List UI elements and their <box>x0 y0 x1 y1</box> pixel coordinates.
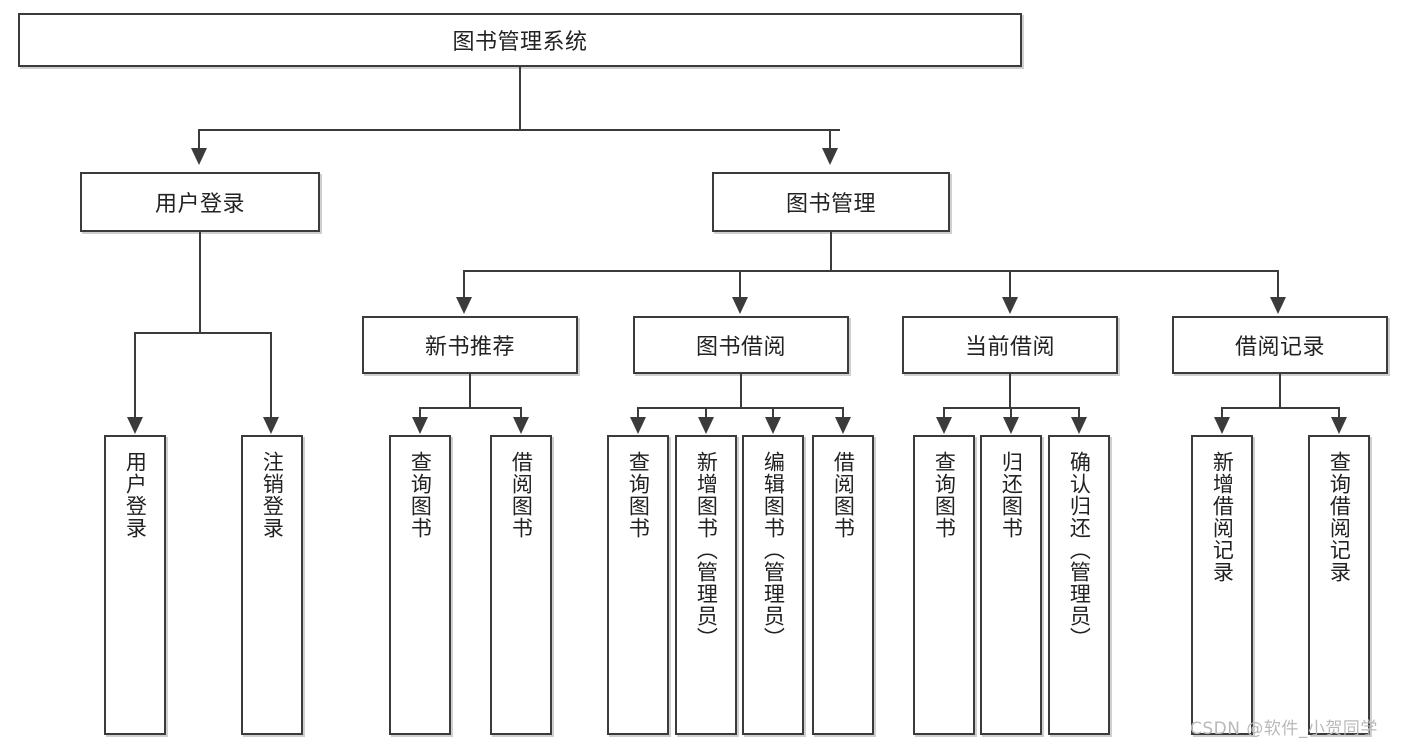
node-current-borrow[interactable]: 当前借阅 <box>902 316 1118 374</box>
leaf-label: 注销登录 <box>260 451 285 539</box>
leaf-label: 编辑图书（管理员） <box>761 451 786 649</box>
connector-book-borrow-drop-1 <box>637 407 639 419</box>
leaf-label: 查询图书 <box>408 451 433 539</box>
arrowhead-root-to-book-mgmt <box>822 148 838 165</box>
connector-user-login-stem <box>199 232 201 333</box>
arrowhead-current-borrow-leaf-2 <box>1003 417 1019 434</box>
leaf-current-borrow-return[interactable]: 归还图书 <box>980 435 1042 735</box>
arrowhead-book-borrow-leaf-1 <box>630 417 646 434</box>
connector-book-mgmt-stem <box>830 232 832 271</box>
connector-current-borrow-stem <box>1009 374 1011 408</box>
node-book-borrow[interactable]: 图书借阅 <box>633 316 849 374</box>
connector-book-mgmt-drop-2 <box>739 270 741 298</box>
connector-book-mgmt-drop-4 <box>1277 270 1279 298</box>
connector-book-borrow-drop-2 <box>705 407 707 419</box>
leaf-label: 归还图书 <box>999 451 1024 539</box>
connector-borrow-record-drop-2 <box>1338 407 1340 419</box>
node-label: 用户登录 <box>154 192 245 217</box>
leaf-label: 新增图书（管理员） <box>694 451 719 649</box>
leaf-book-borrow-query[interactable]: 查询图书 <box>607 435 669 735</box>
connector-user-login-drop-2 <box>270 332 272 418</box>
node-label: 图书管理 <box>785 192 876 217</box>
connector-root-to-book-mgmt <box>829 129 831 149</box>
arrowhead-book-mgmt-child-2 <box>732 297 748 314</box>
leaf-user-login-login[interactable]: 用户登录 <box>104 435 166 735</box>
leaf-label: 借阅图书 <box>831 451 856 539</box>
connector-current-borrow-drop-2 <box>1010 407 1012 419</box>
leaf-borrow-record-query[interactable]: 查询借阅记录 <box>1308 435 1370 735</box>
connector-user-login-bus <box>134 332 271 334</box>
connector-book-borrow-stem <box>740 374 742 408</box>
arrowhead-book-borrow-leaf-4 <box>835 417 851 434</box>
connector-book-borrow-drop-3 <box>772 407 774 419</box>
node-borrow-record[interactable]: 借阅记录 <box>1172 316 1388 374</box>
node-label: 当前借阅 <box>964 335 1055 360</box>
connector-book-borrow-bus <box>637 407 843 409</box>
leaf-label: 查询借阅记录 <box>1327 451 1352 583</box>
connector-book-mgmt-drop-3 <box>1009 270 1011 298</box>
leaf-label: 用户登录 <box>123 451 148 539</box>
leaf-label: 确认归还（管理员） <box>1067 451 1092 649</box>
node-label: 借阅记录 <box>1234 335 1325 360</box>
arrowhead-new-book-leaf-1 <box>412 417 428 434</box>
connector-book-mgmt-drop-1 <box>463 270 465 298</box>
leaf-new-book-borrow[interactable]: 借阅图书 <box>490 435 552 735</box>
arrowhead-current-borrow-leaf-1 <box>936 417 952 434</box>
arrowhead-user-login-leaf-1 <box>127 417 143 434</box>
arrowhead-book-mgmt-child-1 <box>456 297 472 314</box>
node-label: 图书管理系统 <box>452 30 588 55</box>
arrowhead-borrow-record-leaf-2 <box>1331 417 1347 434</box>
connector-new-book-drop-2 <box>520 407 522 419</box>
connector-book-mgmt-bus <box>463 270 1277 272</box>
node-root-system[interactable]: 图书管理系统 <box>18 13 1022 67</box>
leaf-new-book-query[interactable]: 查询图书 <box>389 435 451 735</box>
node-label: 新书推荐 <box>424 335 515 360</box>
leaf-current-borrow-query[interactable]: 查询图书 <box>913 435 975 735</box>
connector-new-book-bus <box>419 407 521 409</box>
leaf-label: 查询图书 <box>626 451 651 539</box>
arrowhead-current-borrow-leaf-3 <box>1071 417 1087 434</box>
connector-root-to-user-login <box>198 129 200 149</box>
leaf-book-borrow-add[interactable]: 新增图书（管理员） <box>675 435 737 735</box>
leaf-label: 查询图书 <box>932 451 957 539</box>
leaf-book-borrow-borrow[interactable]: 借阅图书 <box>812 435 874 735</box>
arrowhead-borrow-record-leaf-1 <box>1214 417 1230 434</box>
leaf-user-login-logout[interactable]: 注销登录 <box>241 435 303 735</box>
node-label: 图书借阅 <box>695 335 786 360</box>
connector-current-borrow-drop-3 <box>1078 407 1080 419</box>
arrowhead-user-login-leaf-2 <box>263 417 279 434</box>
node-user-login[interactable]: 用户登录 <box>80 172 320 232</box>
connector-root-bus <box>198 129 840 131</box>
connector-new-book-drop-1 <box>419 407 421 419</box>
connector-root-stem <box>519 67 521 130</box>
node-book-management[interactable]: 图书管理 <box>712 172 950 232</box>
arrowhead-book-mgmt-child-3 <box>1002 297 1018 314</box>
connector-borrow-record-drop-1 <box>1221 407 1223 419</box>
leaf-label: 新增借阅记录 <box>1210 451 1235 583</box>
arrowhead-book-mgmt-child-4 <box>1270 297 1286 314</box>
arrowhead-root-to-user-login <box>191 148 207 165</box>
csdn-watermark: CSDN @软件_小贺同学 <box>1190 719 1378 739</box>
leaf-current-borrow-confirm[interactable]: 确认归还（管理员） <box>1048 435 1110 735</box>
leaf-borrow-record-add[interactable]: 新增借阅记录 <box>1191 435 1253 735</box>
connector-borrow-record-bus <box>1221 407 1339 409</box>
connector-book-borrow-drop-4 <box>842 407 844 419</box>
arrowhead-book-borrow-leaf-3 <box>765 417 781 434</box>
leaf-book-borrow-edit[interactable]: 编辑图书（管理员） <box>742 435 804 735</box>
node-new-book-recommend[interactable]: 新书推荐 <box>362 316 578 374</box>
connector-borrow-record-stem <box>1279 374 1281 408</box>
connector-user-login-drop-1 <box>134 332 136 418</box>
connector-current-borrow-drop-1 <box>943 407 945 419</box>
arrowhead-book-borrow-leaf-2 <box>698 417 714 434</box>
arrowhead-new-book-leaf-2 <box>513 417 529 434</box>
connector-new-book-stem <box>469 374 471 408</box>
leaf-label: 借阅图书 <box>509 451 534 539</box>
